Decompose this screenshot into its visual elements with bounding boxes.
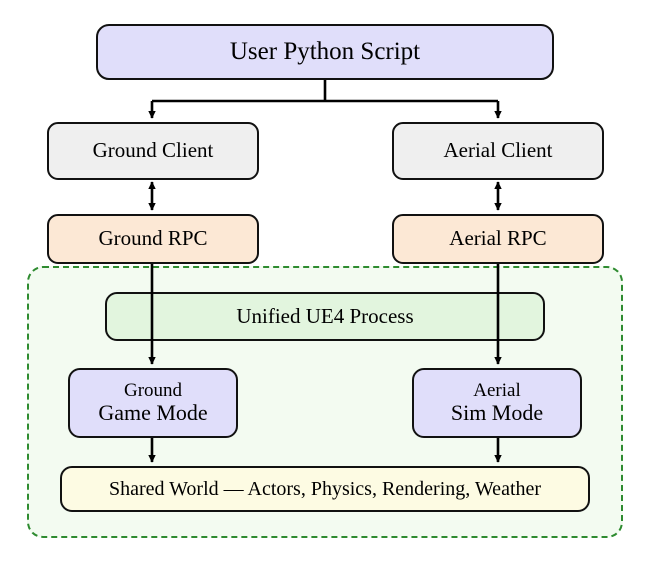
node-unified-ue4-process[interactable]: Unified UE4 Process (105, 292, 545, 341)
node-aerial-client[interactable]: Aerial Client (392, 122, 604, 180)
node-label: Shared World — Actors, Physics, Renderin… (108, 477, 542, 500)
node-label: Unified UE4 Process (236, 303, 414, 328)
node-label: Ground RPC (98, 226, 208, 251)
node-aerial-rpc[interactable]: Aerial RPC (392, 214, 604, 264)
node-label: Ground Client (92, 138, 214, 163)
node-ground-game-mode[interactable]: Ground Game Mode (68, 368, 238, 438)
node-label-line2: Sim Mode (450, 400, 544, 426)
node-ground-client[interactable]: Ground Client (47, 122, 259, 180)
node-aerial-sim-mode[interactable]: Aerial Sim Mode (412, 368, 582, 438)
node-label-line1: Aerial (473, 380, 521, 402)
node-label-line1: Ground (123, 380, 183, 402)
node-label: Aerial RPC (449, 226, 547, 251)
node-label-line2: Game Mode (98, 400, 208, 426)
node-user-python-script[interactable]: User Python Script (96, 24, 554, 80)
node-ground-rpc[interactable]: Ground RPC (47, 214, 259, 264)
node-label: User Python Script (229, 38, 421, 65)
node-shared-world[interactable]: Shared World — Actors, Physics, Renderin… (60, 466, 590, 512)
node-label: Aerial Client (443, 138, 553, 163)
